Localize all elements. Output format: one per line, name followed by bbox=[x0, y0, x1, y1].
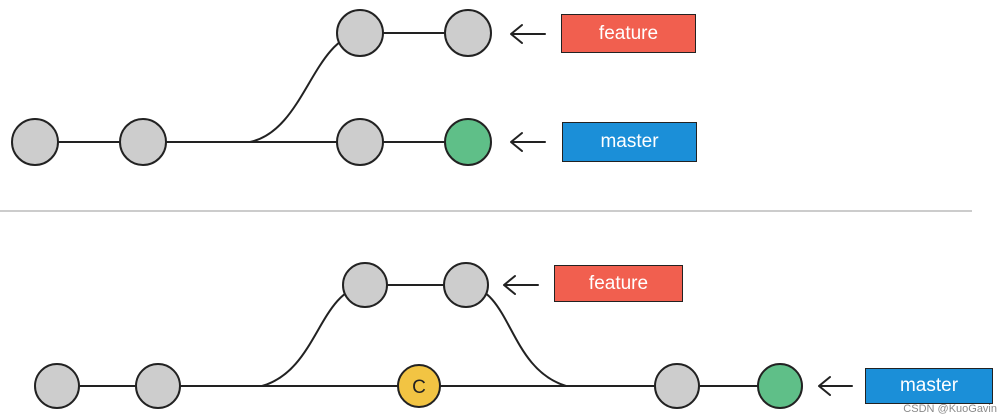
commit-node bbox=[34, 363, 80, 409]
commit-node bbox=[119, 118, 167, 166]
feature-label-top: feature bbox=[561, 14, 696, 53]
feature-head-node bbox=[443, 262, 489, 308]
arrow-left-icon bbox=[818, 376, 853, 396]
commit-node bbox=[336, 9, 384, 57]
merge-commit-node bbox=[397, 364, 441, 408]
master-label-top: master bbox=[562, 122, 697, 162]
master-label-bottom: master bbox=[865, 368, 993, 404]
before-diagram bbox=[11, 9, 546, 166]
commit-node bbox=[135, 363, 181, 409]
commit-node bbox=[11, 118, 59, 166]
feature-label-bottom: feature bbox=[554, 265, 683, 302]
watermark-text: CSDN @KuoGavin bbox=[903, 403, 997, 415]
merge-commit-label: C bbox=[412, 377, 426, 398]
commit-node bbox=[336, 118, 384, 166]
arrow-left-icon bbox=[510, 24, 546, 44]
feature-head-node bbox=[444, 9, 492, 57]
commit-node bbox=[342, 262, 388, 308]
arrow-left-icon bbox=[510, 132, 546, 152]
master-head-node bbox=[444, 118, 492, 166]
commit-node bbox=[654, 363, 700, 409]
master-head-node bbox=[757, 363, 803, 409]
arrow-left-icon bbox=[503, 275, 539, 295]
after-diagram: C bbox=[34, 262, 853, 409]
